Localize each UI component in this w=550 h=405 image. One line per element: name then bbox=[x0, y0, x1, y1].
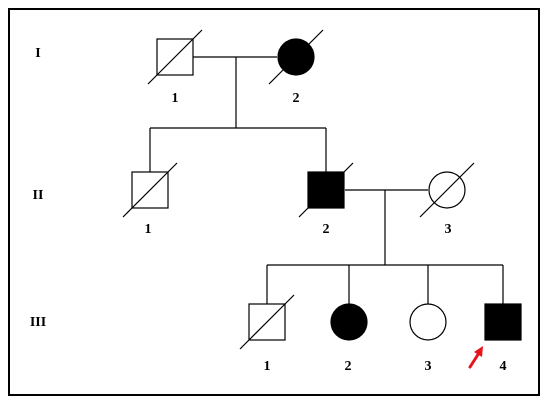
individual-label: 2 bbox=[345, 359, 352, 374]
individual-I-1: 1 bbox=[147, 29, 203, 106]
deceased-slash bbox=[147, 29, 203, 85]
individual-I-2: 2 bbox=[268, 29, 324, 106]
individual-label: 3 bbox=[445, 222, 452, 237]
generation-label-I: I bbox=[35, 46, 40, 61]
individual-label: 1 bbox=[145, 222, 152, 237]
deceased-slash bbox=[298, 162, 354, 218]
individual-II-1: 1 bbox=[122, 162, 178, 237]
deceased-slash bbox=[239, 294, 295, 350]
individual-II-3: 3 bbox=[419, 162, 475, 237]
female-symbol bbox=[330, 303, 368, 341]
deceased-slash bbox=[268, 29, 324, 85]
individual-III-2: 2 bbox=[330, 303, 368, 374]
generation-label-II: II bbox=[33, 188, 44, 203]
individual-label: 2 bbox=[293, 91, 300, 106]
individual-label: 1 bbox=[172, 91, 179, 106]
male-symbol bbox=[484, 303, 522, 341]
proband-arrow-icon bbox=[474, 346, 483, 357]
female-symbol bbox=[409, 303, 447, 341]
individual-III-1: 1 bbox=[239, 294, 295, 374]
individual-label: 2 bbox=[323, 222, 330, 237]
individual-label: 3 bbox=[425, 359, 432, 374]
individual-III-3: 3 bbox=[409, 303, 447, 374]
individual-label: 4 bbox=[500, 359, 507, 374]
individual-label: 1 bbox=[264, 359, 271, 374]
generation-label-III: III bbox=[30, 315, 46, 330]
deceased-slash bbox=[122, 162, 178, 218]
individual-II-2: 2 bbox=[298, 162, 354, 237]
proband-arrow-shaft bbox=[468, 351, 481, 369]
individual-III-4: 4 bbox=[468, 303, 522, 374]
deceased-slash bbox=[419, 162, 475, 218]
